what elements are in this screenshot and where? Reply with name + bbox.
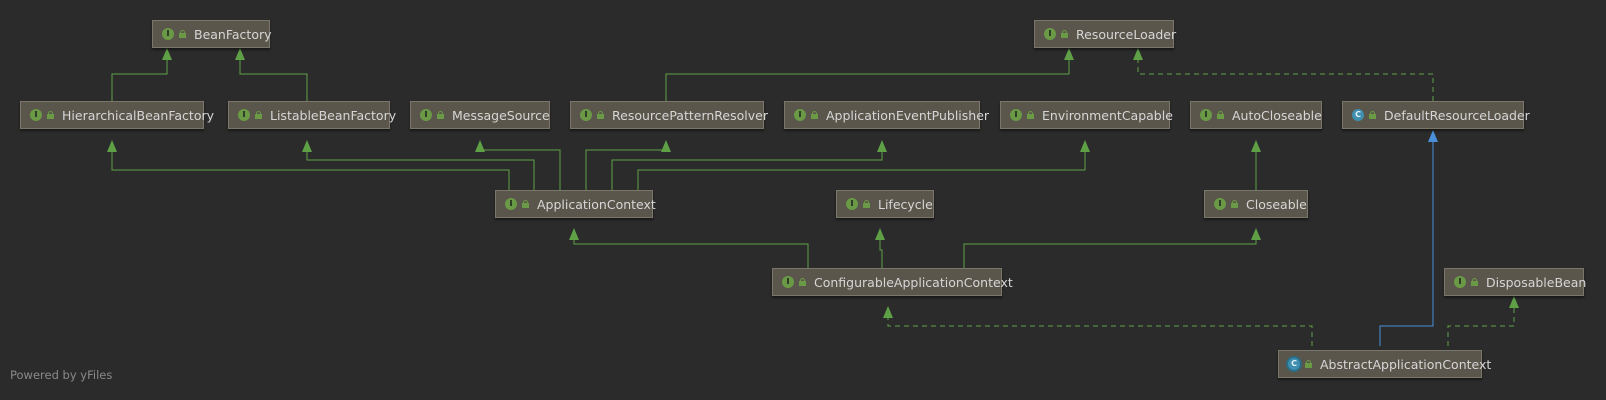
public-lock-icon <box>1231 200 1238 208</box>
public-lock-icon <box>1369 111 1376 119</box>
node-message-source[interactable]: I MessageSource <box>410 101 550 129</box>
public-lock-icon <box>863 200 870 208</box>
node-closeable[interactable]: I Closeable <box>1204 190 1308 218</box>
public-lock-icon <box>597 111 604 119</box>
node-environment-capable[interactable]: I EnvironmentCapable <box>1000 101 1173 129</box>
interface-icon: I <box>580 109 592 121</box>
interface-icon: I <box>1200 109 1212 121</box>
node-disposable-bean[interactable]: I DisposableBean <box>1444 268 1587 296</box>
node-label: DisposableBean <box>1486 274 1587 290</box>
node-label: ListableBeanFactory <box>270 107 397 123</box>
node-label: ApplicationContext <box>537 196 656 212</box>
node-configurable-application-context[interactable]: I ConfigurableApplicationContext <box>772 268 1013 296</box>
node-label: AbstractApplicationContext <box>1320 356 1492 372</box>
interface-icon: I <box>420 109 432 121</box>
node-label: AutoCloseable <box>1232 107 1322 123</box>
node-label: Lifecycle <box>878 196 933 212</box>
public-lock-icon <box>799 278 806 286</box>
node-label: MessageSource <box>452 107 550 123</box>
public-lock-icon <box>47 111 54 119</box>
interface-icon: I <box>782 276 794 288</box>
interface-icon: I <box>30 109 42 121</box>
node-label: EnvironmentCapable <box>1042 107 1173 123</box>
interface-icon: I <box>846 198 858 210</box>
public-lock-icon <box>522 200 529 208</box>
node-resource-loader[interactable]: I ResourceLoader <box>1034 20 1177 48</box>
node-label: BeanFactory <box>194 26 272 42</box>
interface-icon: I <box>794 109 806 121</box>
powered-by-footer: Powered by yFiles <box>10 368 113 382</box>
public-lock-icon <box>179 30 186 38</box>
public-lock-icon <box>1305 360 1312 368</box>
node-listable-bean-factory[interactable]: I ListableBeanFactory <box>228 101 396 129</box>
abstract-class-icon: C <box>1288 358 1300 370</box>
node-label: ApplicationEventPublisher <box>826 107 990 123</box>
interface-icon: I <box>505 198 517 210</box>
interface-icon: I <box>1454 276 1466 288</box>
node-label: DefaultResourceLoader <box>1384 107 1530 123</box>
interface-icon: I <box>162 28 174 40</box>
class-icon: C <box>1352 109 1364 121</box>
public-lock-icon <box>811 111 818 119</box>
node-hierarchical-bean-factory[interactable]: I HierarchicalBeanFactory <box>20 101 214 129</box>
public-lock-icon <box>1217 111 1224 119</box>
interface-icon: I <box>238 109 250 121</box>
node-label: ResourcePatternResolver <box>612 107 768 123</box>
node-label: Closeable <box>1246 196 1307 212</box>
public-lock-icon <box>1061 30 1068 38</box>
node-bean-factory[interactable]: I BeanFactory <box>152 20 272 48</box>
node-label: HierarchicalBeanFactory <box>62 107 215 123</box>
node-default-resource-loader[interactable]: C DefaultResourceLoader <box>1342 101 1530 129</box>
node-label: ConfigurableApplicationContext <box>814 274 1013 290</box>
node-abstract-application-context[interactable]: C AbstractApplicationContext <box>1278 350 1491 378</box>
node-application-event-publisher[interactable]: I ApplicationEventPublisher <box>784 101 989 129</box>
public-lock-icon <box>255 111 262 119</box>
interface-icon: I <box>1010 109 1022 121</box>
public-lock-icon <box>1471 278 1478 286</box>
node-resource-pattern-resolver[interactable]: I ResourcePatternResolver <box>570 101 768 129</box>
public-lock-icon <box>1027 111 1034 119</box>
node-label: ResourceLoader <box>1076 26 1177 42</box>
node-auto-closeable[interactable]: I AutoCloseable <box>1190 101 1322 129</box>
node-application-context[interactable]: I ApplicationContext <box>495 190 656 218</box>
interface-icon: I <box>1214 198 1226 210</box>
interface-icon: I <box>1044 28 1056 40</box>
public-lock-icon <box>437 111 444 119</box>
node-lifecycle[interactable]: I Lifecycle <box>836 190 934 218</box>
